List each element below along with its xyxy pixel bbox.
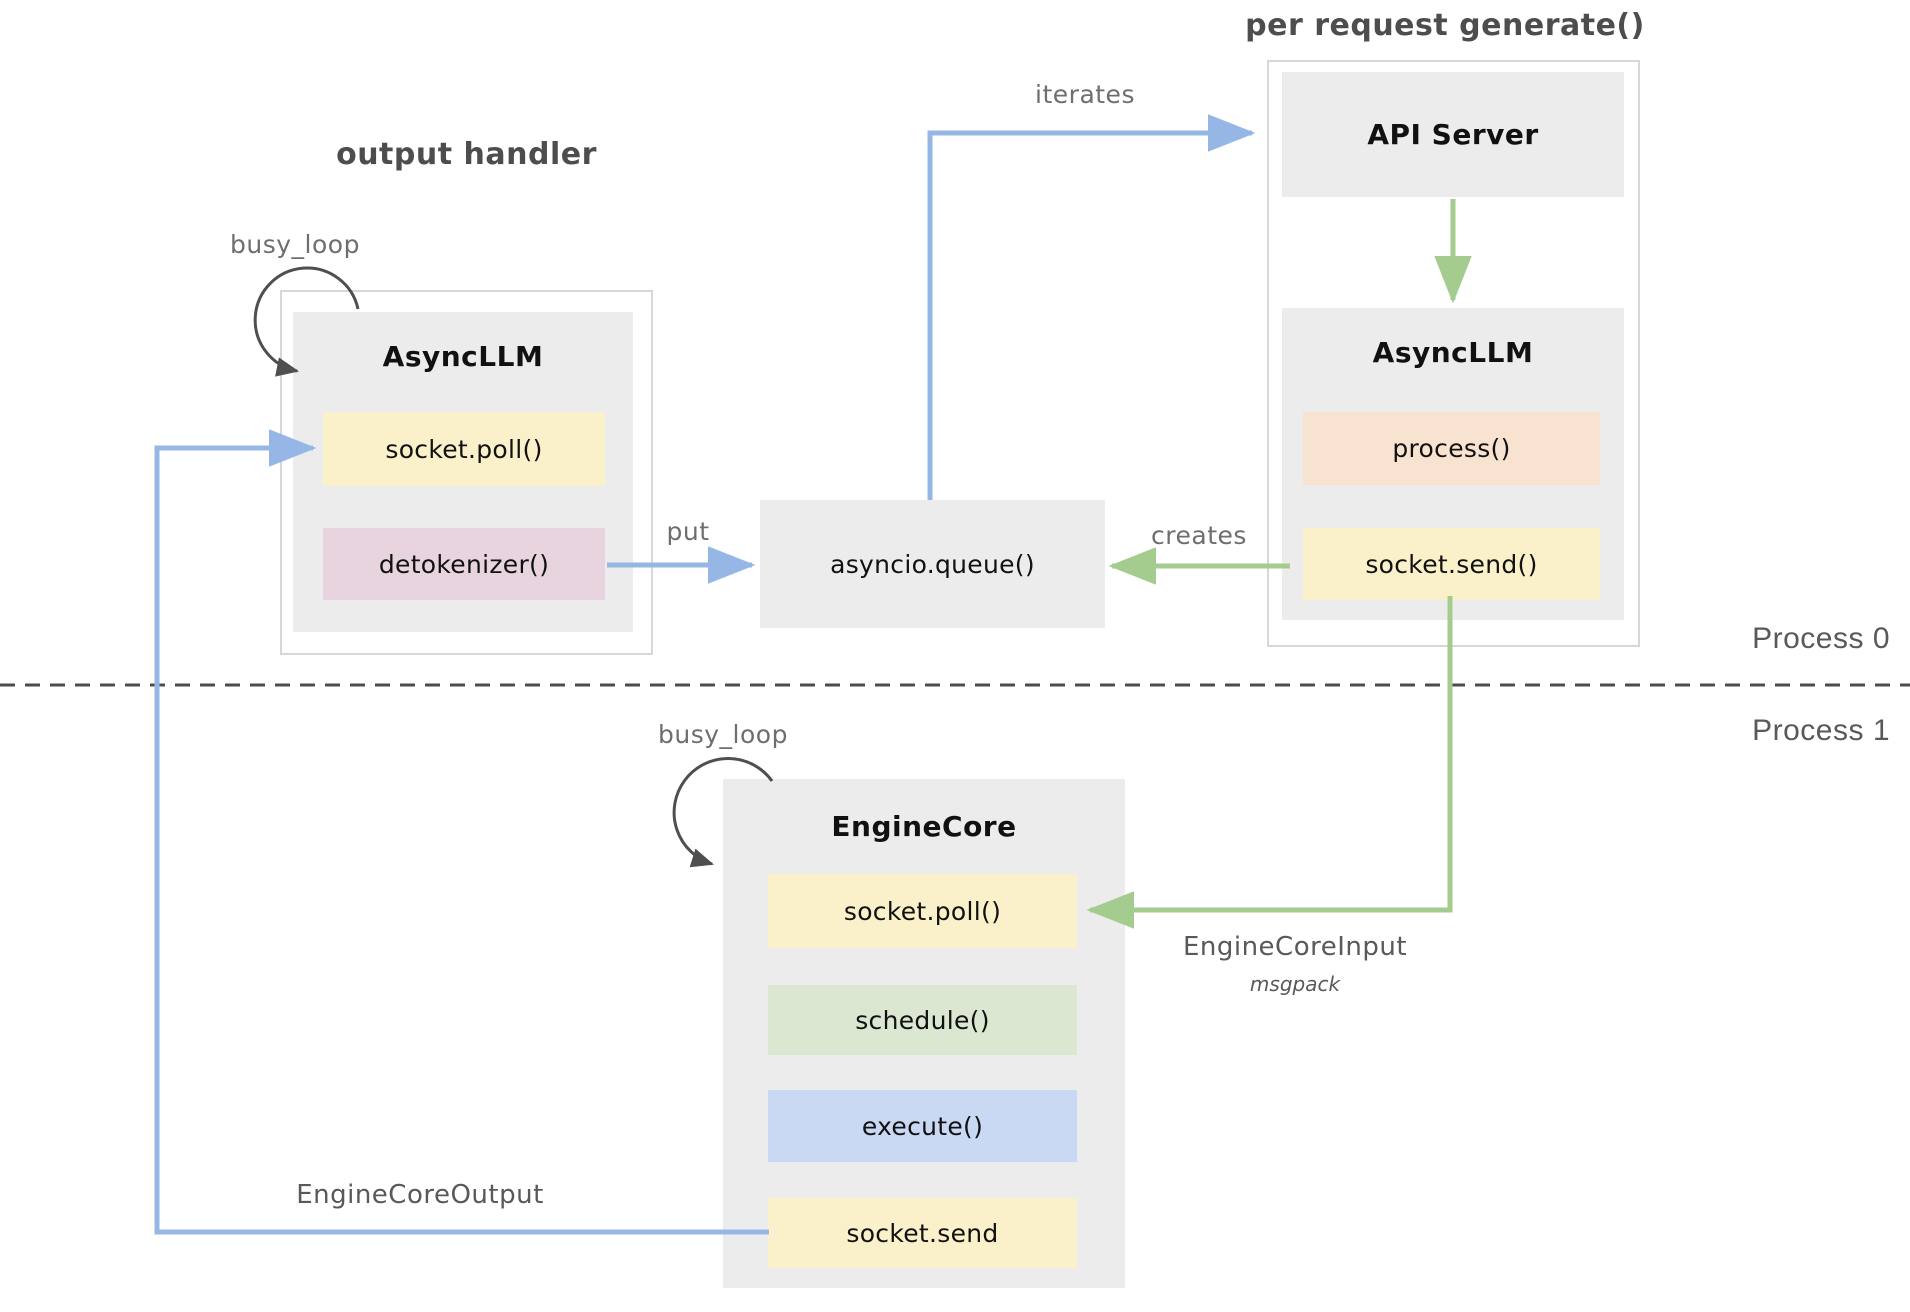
per-request-generate-title: per request generate(): [1245, 8, 1645, 43]
busy-loop-label-top: busy_loop: [230, 230, 360, 259]
asyncio-queue-box: asyncio.queue(): [760, 500, 1105, 628]
process-1-label: Process 1: [1752, 714, 1890, 747]
creates-label: creates: [1151, 521, 1247, 550]
engine-core-input-label: EngineCoreInput: [1182, 932, 1408, 962]
schedule-row: schedule(): [768, 985, 1077, 1055]
engine-socket-send-row: socket.send: [768, 1198, 1077, 1268]
api-server-title: API Server: [1367, 118, 1539, 151]
right-socket-send-row: socket.send(): [1303, 528, 1600, 600]
engine-core-output-label: EngineCoreOutput: [296, 1180, 544, 1210]
execute-row: execute(): [768, 1090, 1077, 1162]
msgpack-label: msgpack: [1249, 972, 1341, 996]
api-server-box: API Server: [1282, 72, 1624, 197]
left-asyncllm-title: AsyncLLM: [382, 340, 544, 373]
output-handler-title: output handler: [336, 137, 597, 172]
engine-socket-poll-row: socket.poll(): [768, 874, 1077, 948]
iterates-label: iterates: [1035, 80, 1135, 109]
busy-loop-label-bottom: busy_loop: [658, 720, 788, 749]
put-label: put: [666, 517, 710, 546]
process-row: process(): [1303, 412, 1600, 485]
right-asyncllm-title: AsyncLLM: [1372, 336, 1534, 369]
engine-core-title: EngineCore: [831, 810, 1017, 843]
process-0-label: Process 0: [1752, 622, 1890, 655]
